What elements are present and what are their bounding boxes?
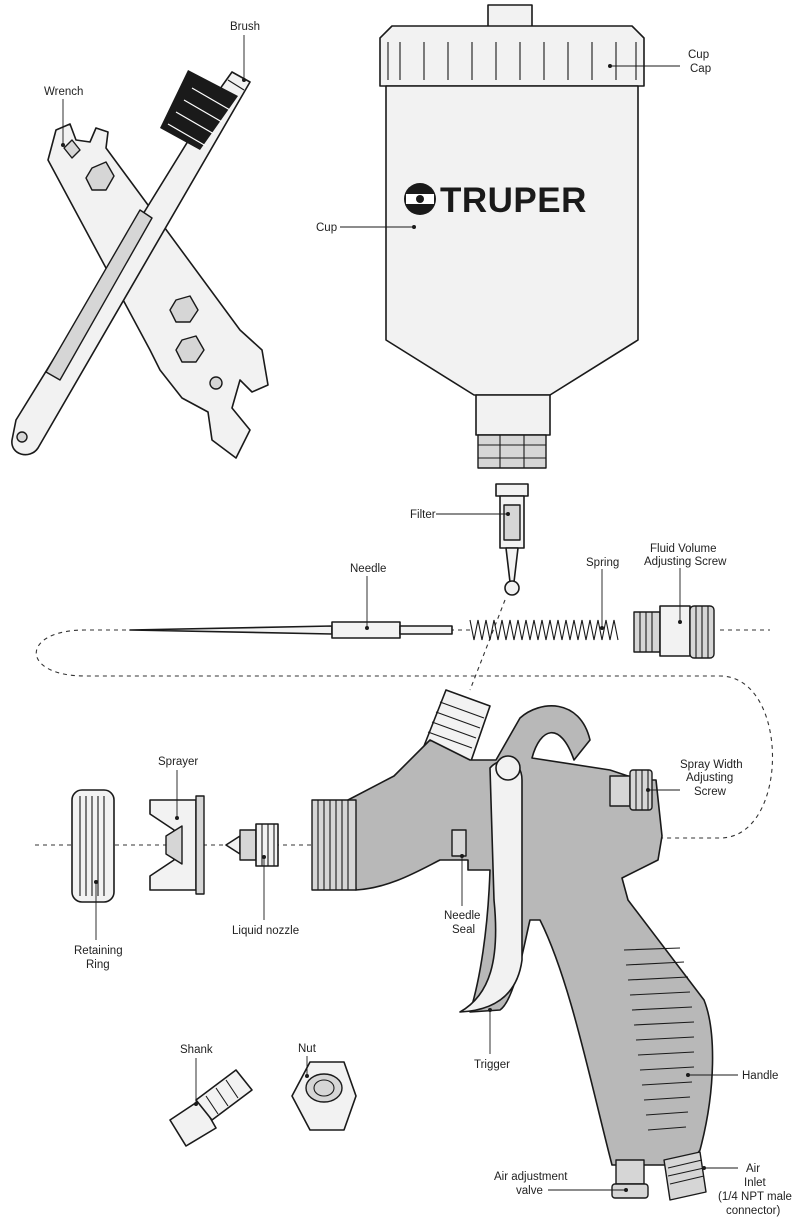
brush: [11, 70, 251, 456]
label-air-inlet-line4: connector): [726, 1205, 781, 1217]
label-cup-cap-line2: Cap: [690, 63, 711, 75]
brush-bristles: [160, 70, 238, 150]
sprayer: [149, 795, 205, 895]
label-cup: Cup: [316, 222, 337, 234]
filter: [495, 483, 529, 596]
wrench: [47, 123, 269, 459]
label-air-inlet-line2: Inlet: [744, 1177, 767, 1189]
label-air-valve-line1: Air adjustment: [494, 1171, 568, 1183]
label-filter: Filter: [410, 509, 436, 521]
truper-logo-icon: [404, 183, 436, 215]
cup: TRUPER: [379, 4, 645, 469]
fluid-volume-adjusting-screw: [633, 605, 715, 659]
label-liquid-nozzle: Liquid nozzle: [232, 925, 299, 937]
cup-cap: [379, 25, 645, 87]
liquid-nozzle: [225, 823, 279, 867]
label-shank: Shank: [180, 1044, 213, 1056]
label-spray-width-line1: Spray Width: [680, 759, 743, 771]
brand-logo-text: TRUPER: [440, 181, 587, 220]
label-fluid-volume-line1: Fluid Volume: [650, 543, 716, 555]
label-air-inlet-line1: Air: [746, 1163, 760, 1175]
label-spray-width-line3: Screw: [694, 786, 727, 798]
shank: [169, 1069, 253, 1147]
assembly-path-filter: [469, 599, 506, 691]
label-retaining-ring-line1: Retaining: [74, 945, 123, 957]
label-trigger: Trigger: [474, 1059, 510, 1071]
label-sprayer: Sprayer: [158, 756, 198, 768]
label-needle-seal-line1: Needle: [444, 910, 480, 922]
label-nut: Nut: [298, 1043, 317, 1055]
label-spring: Spring: [586, 557, 619, 569]
label-air-inlet-line3: (1/4 NPT male: [718, 1191, 792, 1203]
label-spray-width-line2: Adjusting: [686, 772, 733, 784]
retaining-ring: [71, 789, 115, 903]
label-cup-cap-line1: Cup: [688, 49, 709, 61]
label-fluid-volume-line2: Adjusting Screw: [644, 556, 727, 568]
cup-cap-ridges: [387, 42, 637, 80]
spring: [469, 619, 619, 641]
needle: [129, 621, 453, 639]
handle-grip-ribs: [623, 947, 695, 1131]
label-retaining-ring-line2: Ring: [86, 959, 110, 971]
nut: [291, 1061, 357, 1131]
label-needle: Needle: [350, 563, 386, 575]
label-wrench: Wrench: [44, 86, 83, 98]
spray-gun-body: [311, 689, 714, 1201]
label-handle: Handle: [742, 1070, 778, 1082]
label-brush: Brush: [230, 21, 260, 33]
label-needle-seal-line2: Seal: [452, 924, 475, 936]
labels: Brush Wrench Cup Cap Cup Filter Needle S…: [44, 21, 792, 1217]
label-air-valve-line2: valve: [516, 1185, 543, 1197]
